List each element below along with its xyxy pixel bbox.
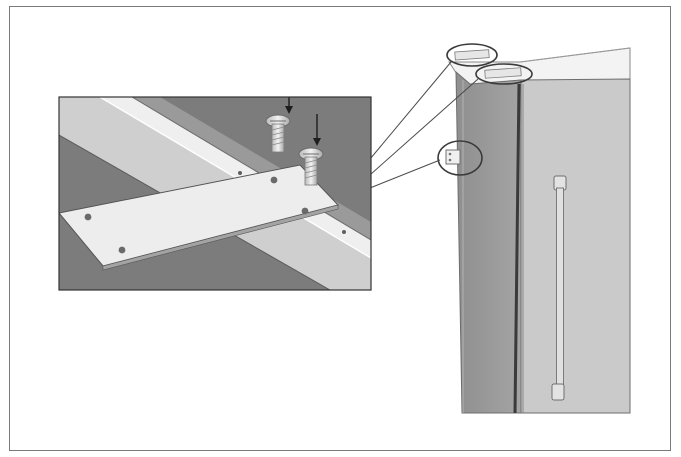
plate-hole bbox=[270, 176, 278, 184]
plate-hole bbox=[301, 207, 309, 215]
door-handle bbox=[551, 175, 567, 401]
hinge-plate bbox=[59, 164, 339, 271]
arrow-down-icon bbox=[313, 114, 321, 146]
callout-circle-top-left bbox=[446, 43, 498, 67]
hinge-bracket bbox=[445, 149, 461, 165]
detail-inset bbox=[58, 96, 372, 291]
arrow-down-icon bbox=[285, 97, 293, 114]
callout-circle-side bbox=[437, 140, 483, 176]
cabinet-door bbox=[520, 78, 631, 414]
screw-icon bbox=[298, 147, 324, 186]
cabinet bbox=[445, 47, 631, 414]
plate-hole bbox=[118, 246, 126, 254]
screw-icon bbox=[265, 114, 291, 153]
plate-hole bbox=[84, 213, 92, 221]
callout-circle-top-right bbox=[475, 63, 533, 85]
cabinet-side-panel bbox=[455, 70, 522, 414]
door-gasket bbox=[513, 83, 521, 414]
